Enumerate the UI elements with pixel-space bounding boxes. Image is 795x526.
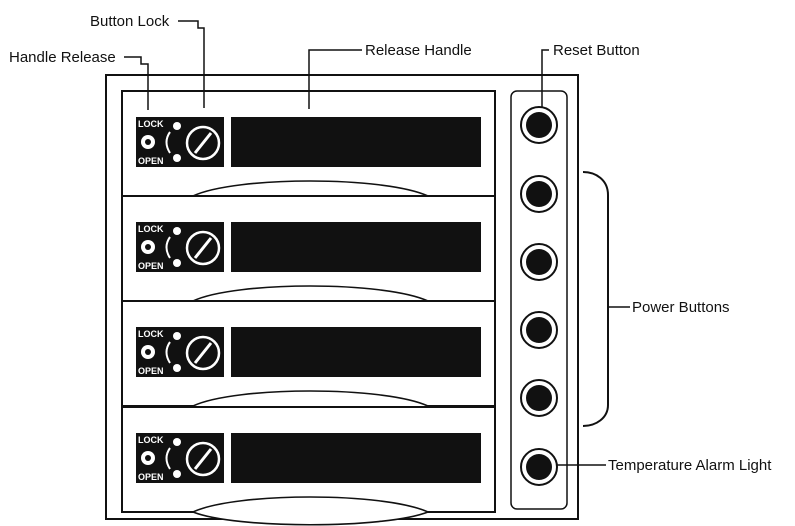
handle-release-button-center: [145, 244, 151, 250]
lock-arc: [165, 236, 171, 259]
unlock-indicator-icon: [173, 154, 181, 162]
lock-indicator-icon: [173, 227, 181, 235]
button-column: [510, 90, 568, 510]
handle-release-button-center: [145, 139, 151, 145]
display-window: [231, 117, 481, 167]
power-button-face: [526, 385, 552, 411]
label-release-handle: Release Handle: [365, 42, 472, 59]
label-power-buttons: Power Buttons: [632, 299, 730, 316]
lock-label: LOCK: [138, 329, 164, 339]
handle-release-button-center: [145, 455, 151, 461]
unlock-indicator-icon: [173, 364, 181, 372]
callout-line-handle-release: [124, 56, 149, 110]
lock-indicator-icon: [173, 122, 181, 130]
lock-label: LOCK: [138, 224, 164, 234]
power-button-face: [526, 181, 552, 207]
display-window: [231, 327, 481, 377]
power-button[interactable]: [520, 175, 558, 213]
callout-line-button-lock: [178, 20, 205, 108]
drive-bay: LOCK OPEN: [121, 195, 496, 315]
power-button[interactable]: [520, 311, 558, 349]
power-button[interactable]: [520, 379, 558, 417]
lock-indicator-icon: [173, 438, 181, 446]
power-button-face: [526, 249, 552, 275]
callout-line-reset-button: [541, 49, 549, 108]
open-label: OPEN: [138, 472, 164, 482]
label-handle-release: Handle Release: [9, 49, 116, 66]
unlock-indicator-icon: [173, 470, 181, 478]
callout-line-release-handle: [308, 49, 362, 109]
display-window: [231, 222, 481, 272]
power-buttons-bracket: [582, 171, 609, 427]
open-label: OPEN: [138, 261, 164, 271]
key-slot-icon: [193, 448, 213, 470]
reset-button[interactable]: [520, 106, 558, 144]
temperature-alarm-light-face: [526, 454, 552, 480]
power-button[interactable]: [520, 243, 558, 281]
lock-label: LOCK: [138, 435, 164, 445]
lock-arc: [165, 131, 171, 154]
key-slot-icon: [193, 237, 213, 259]
lock-arc: [165, 341, 171, 364]
label-temperature-alarm-light: Temperature Alarm Light: [608, 457, 772, 474]
key-slot-icon: [193, 132, 213, 154]
lock-label: LOCK: [138, 119, 164, 129]
label-button-lock: Button Lock: [90, 13, 170, 30]
lock-arc: [165, 447, 171, 470]
unlock-indicator-icon: [173, 259, 181, 267]
drive-bay: LOCK OPEN: [121, 406, 496, 526]
handle-release-button-center: [145, 349, 151, 355]
power-button-face: [526, 317, 552, 343]
label-reset-button: Reset Button: [553, 42, 640, 59]
release-handle[interactable]: [190, 496, 431, 526]
drive-bay: LOCK OPEN: [121, 300, 496, 420]
display-window: [231, 433, 481, 483]
temperature-alarm-light: [520, 448, 558, 486]
reset-button-face: [526, 112, 552, 138]
key-slot-icon: [193, 342, 213, 364]
lock-indicator-icon: [173, 332, 181, 340]
open-label: OPEN: [138, 366, 164, 376]
open-label: OPEN: [138, 156, 164, 166]
